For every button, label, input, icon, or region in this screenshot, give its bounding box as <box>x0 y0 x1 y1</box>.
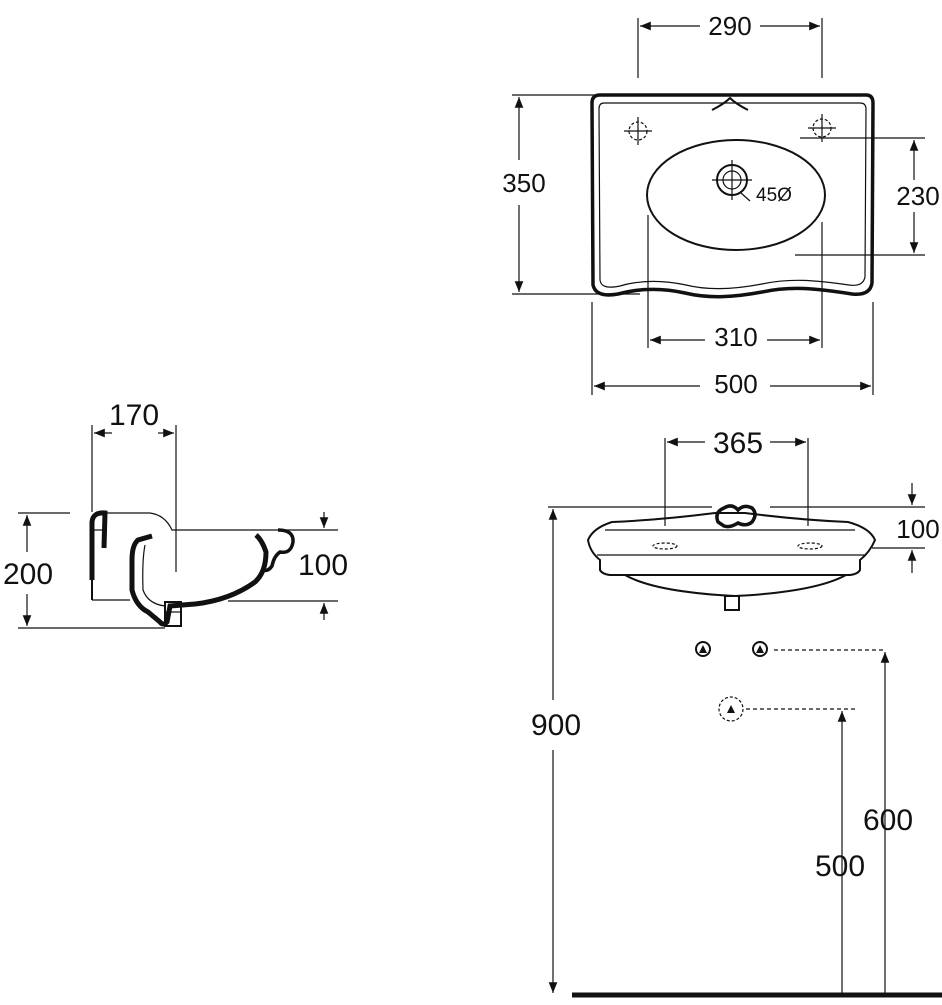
side-view-rim <box>104 512 280 531</box>
side-view-waste <box>164 601 182 627</box>
dim-supply-height: 600 <box>863 804 913 837</box>
front-view-waste <box>724 595 740 611</box>
top-view: 45Ø 290 350 230 310 500 <box>502 11 939 399</box>
front-view: 365 900 100 600 500 <box>531 427 942 998</box>
dim-rim-height: 100 <box>896 514 939 544</box>
front-view-underbowl <box>624 574 847 598</box>
waste-hole <box>712 160 752 202</box>
dim-tap-hole-spacing: 290 <box>708 11 751 41</box>
side-view: 170 200 100 <box>3 399 348 629</box>
supply-left <box>695 641 711 657</box>
waste-hole-label: 45Ø <box>756 185 792 206</box>
tap-hole-left <box>624 117 652 145</box>
top-view-basin-inner-rim <box>598 102 867 290</box>
top-view-basin-outline <box>590 93 875 299</box>
dim-installation-height: 900 <box>531 709 581 742</box>
dim-side-height: 200 <box>3 558 53 591</box>
top-view-bowl <box>646 139 826 251</box>
dim-depth: 350 <box>502 168 545 198</box>
dim-waste-height: 500 <box>815 850 865 883</box>
dim-bowl-width: 310 <box>714 322 757 352</box>
supply-right <box>752 641 768 657</box>
dim-fixing-spacing: 365 <box>713 427 763 460</box>
dim-side-bowl-height: 100 <box>298 549 348 582</box>
tap-hole-right <box>808 114 836 142</box>
front-view-crest <box>715 504 757 529</box>
dim-bowl-depth: 230 <box>896 181 939 211</box>
front-view-slot-right <box>797 542 823 550</box>
waste-outlet <box>718 696 744 722</box>
dim-overall-width: 500 <box>714 369 757 399</box>
front-view-slot-left <box>652 542 678 550</box>
top-view-crest <box>711 96 749 111</box>
dim-wall-projection: 170 <box>109 399 159 432</box>
side-view-bowl <box>129 533 269 627</box>
side-view-front-scroll <box>261 528 295 573</box>
side-view-wall-bracket <box>89 510 108 580</box>
front-view-basin <box>586 512 877 576</box>
